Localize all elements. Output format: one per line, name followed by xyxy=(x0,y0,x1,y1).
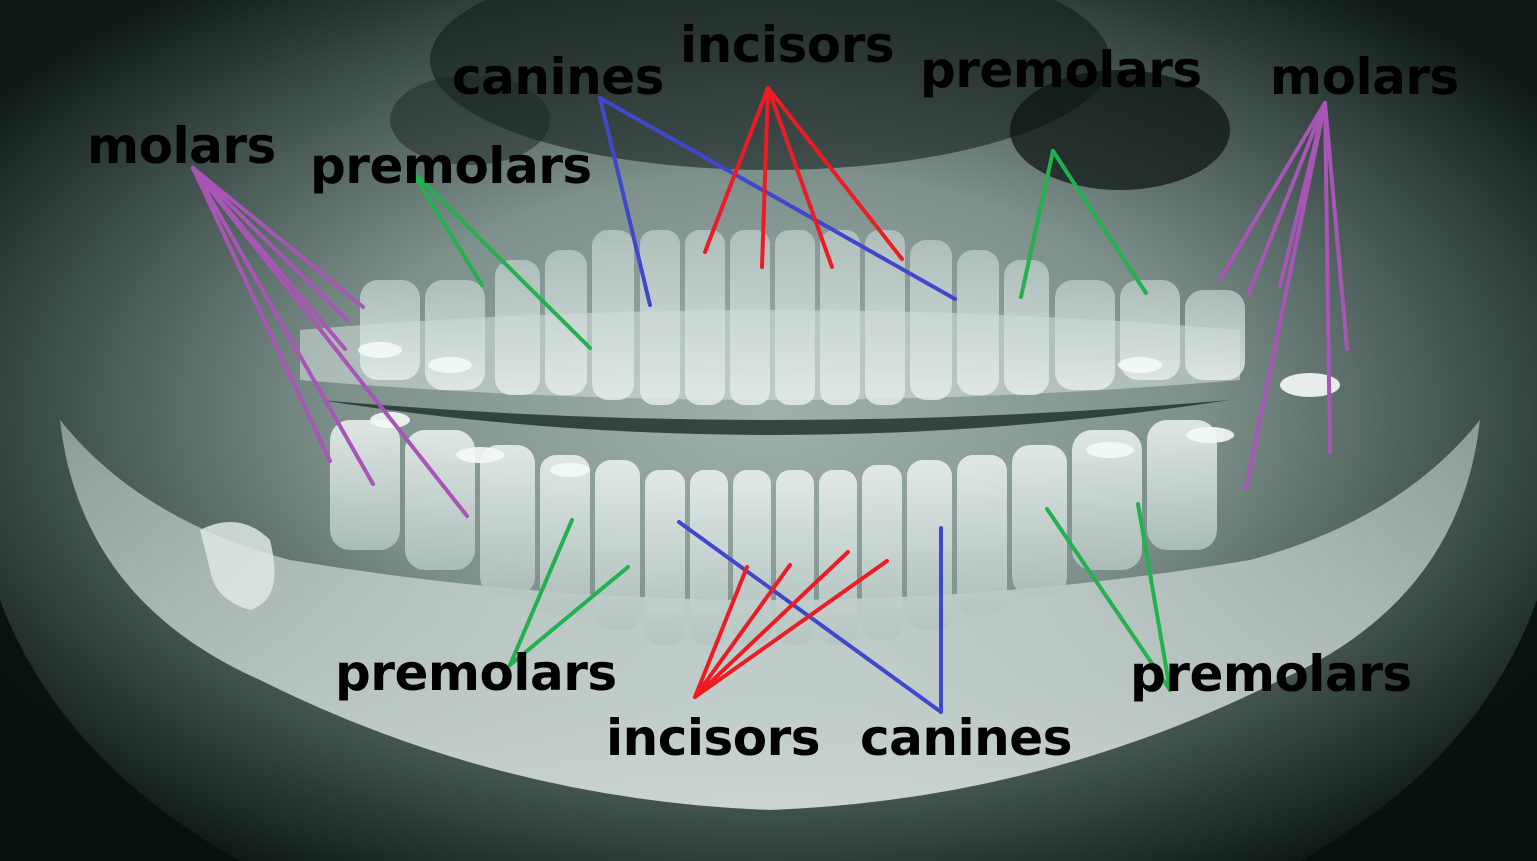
premolars-pointer-lines xyxy=(409,149,1172,692)
incisors-pointer-lines xyxy=(693,86,904,699)
molars-pointer-lines xyxy=(191,101,1349,518)
